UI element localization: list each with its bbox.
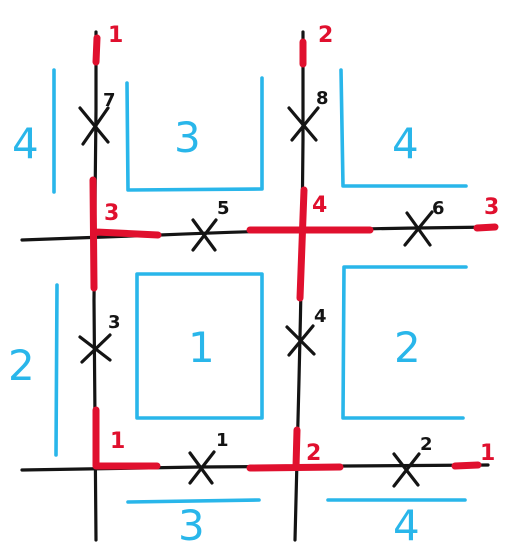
face-label-top-left-edge: 4 [12, 119, 39, 168]
face-label-top-middle: 3 [174, 113, 201, 162]
vertex-label-lower-right-end: 1 [480, 441, 495, 466]
vertex-label-upper-right-crossing: 4 [312, 193, 327, 218]
edge-cross-upper-middle-horizontal [191, 218, 218, 252]
vertex-labels: 1 2 3 4 3 1 2 1 [104, 23, 499, 466]
face-outline-middle-left-edge [54, 283, 59, 457]
face-outline-bottom-middle [126, 498, 261, 504]
face-label-top-right: 4 [392, 119, 419, 168]
edge-label-lower-middle-horizontal: 1 [216, 430, 229, 451]
vertex-mark-lower-right-crossing [246, 426, 344, 472]
vertex-mark-upper-right-end [473, 223, 499, 232]
edge-crosses [78, 106, 434, 488]
edge-labels: 7 8 5 6 3 4 1 2 [103, 88, 445, 455]
vertex-mark-lower-left-crossing [92, 406, 161, 470]
face-label-bottom-middle: 3 [178, 501, 205, 550]
face-label-center: 1 [188, 323, 215, 372]
face-labels: 4 3 4 2 1 2 3 4 [8, 113, 421, 550]
edge-cross-middle-left-vertical [78, 333, 112, 364]
edge-cross-lower-middle-horizontal [188, 450, 216, 485]
edge-label-upper-right-horizontal: 6 [432, 198, 445, 219]
face-outlines [52, 68, 468, 504]
face-outline-center [135, 272, 264, 420]
face-label-middle-right: 2 [394, 323, 421, 372]
edge-cross-top-left-vertical [78, 106, 110, 146]
edge-label-top-right-vertical: 8 [316, 88, 329, 109]
vertex-label-top-right: 2 [318, 23, 333, 48]
edge-label-middle-left-vertical: 3 [108, 312, 121, 333]
vertex-label-upper-right-end: 3 [484, 195, 499, 220]
edge-label-upper-middle-horizontal: 5 [217, 198, 230, 219]
edge-label-top-left-vertical: 7 [103, 90, 116, 111]
edge-cross-top-right-vertical [287, 106, 320, 142]
vertex-marks [89, 34, 499, 472]
face-outline-top-right [339, 68, 468, 188]
vertex-label-upper-left-crossing: 3 [104, 201, 119, 226]
edge-cross-middle-right-vertical [285, 324, 316, 357]
vertex-mark-upper-right-crossing [246, 186, 374, 302]
vertex-mark-upper-left-crossing [89, 176, 162, 292]
edge-label-lower-right-horizontal: 2 [420, 434, 433, 455]
vertex-label-lower-left-crossing: 1 [110, 429, 125, 454]
vertex-mark-top-left [92, 34, 101, 66]
face-label-bottom-right: 4 [393, 501, 420, 550]
vertex-label-top-left: 1 [108, 23, 123, 48]
face-label-middle-left-edge: 2 [8, 341, 35, 390]
edge-cross-upper-right-horizontal [403, 210, 434, 247]
edge-cross-lower-right-horizontal [392, 452, 421, 488]
vertex-mark-lower-right-end [451, 461, 482, 470]
face-outline-top-middle [125, 76, 264, 192]
edge-label-middle-right-vertical: 4 [314, 306, 327, 327]
vertex-label-lower-right-crossing: 2 [306, 441, 321, 466]
face-outline-middle-right [341, 265, 468, 420]
